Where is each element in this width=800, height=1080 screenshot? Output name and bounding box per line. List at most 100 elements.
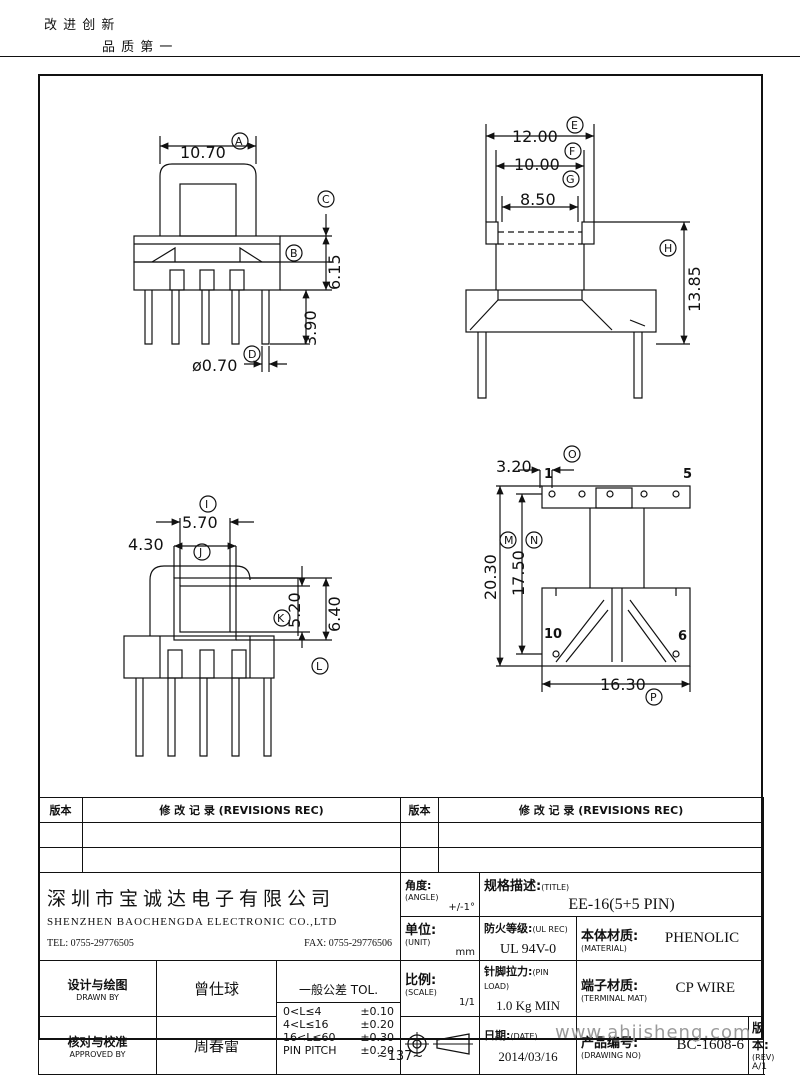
material-value: PHENOLIC (664, 930, 740, 946)
scale-cell: 比例: (SCALE) 1/1 (400, 960, 481, 1017)
rev-cell: 版本: (REV) A/1 (748, 1016, 774, 1075)
tag-l: L (316, 660, 323, 673)
tag-circles (193, 116, 677, 706)
pinload-en: (PIN LOAD) (484, 968, 549, 991)
tag-i: I (205, 498, 208, 511)
dim-b: 6.15 (325, 254, 344, 290)
dim-i: 5.70 (182, 513, 218, 532)
dim-n: 17.50 (509, 550, 528, 596)
drawing-area: 10.70 A B C 6.15 3.90 ø0.70 D 12.00 E 10… (123, 116, 704, 757)
dim-p: 16.30 (600, 675, 646, 694)
rev-rec-label-left: 修 改 记 录 (REVISIONS REC) (81, 797, 402, 823)
rev-label: 版本: (752, 1021, 769, 1052)
bottom-view (123, 518, 332, 757)
material-en: (MATERIAL) (581, 943, 627, 953)
dim-e: 12.00 (512, 127, 558, 146)
pinload-cell: 针脚拉力:(PIN LOAD) 1.0 Kg MIN (479, 960, 578, 1017)
approved-en: APPROVED BY (69, 1049, 126, 1059)
revisions-header: 版本 修 改 记 录 (REVISIONS REC) 版本 修 改 记 录 (R… (38, 797, 765, 823)
material-cell: 本体材质:(MATERIAL) PHENOLIC (576, 916, 765, 961)
drawno-en: (DRAWING NO) (581, 1050, 641, 1060)
tolerance-value: ±0.20 (360, 1017, 395, 1031)
tolerance-value: ±0.10 (360, 1004, 395, 1018)
dim-o: 3.20 (496, 457, 532, 476)
terminal-en: (TERMINAL MAT) (581, 993, 648, 1003)
dim-dia: ø0.70 (192, 356, 237, 375)
title-label: 规格描述: (484, 879, 542, 894)
projection-icon (405, 1032, 474, 1056)
tag-c: C (322, 193, 330, 206)
watermark: www.ahjisheng.com (555, 1022, 752, 1043)
drawno-value: BC-1608-6 (676, 1037, 745, 1053)
tolerance-row: PIN PITCH±0.20 (283, 1044, 394, 1057)
tag-m: M (504, 534, 514, 547)
dim-m: 20.30 (481, 554, 500, 600)
tolerance-row: 16<L≤60 ±0.30 (283, 1031, 394, 1044)
dim-g: 8.50 (520, 190, 556, 209)
tag-e: E (571, 119, 578, 132)
date-value: 2014/03/16 (498, 1048, 558, 1064)
fire-cell: 防火等级:(UL REC) UL 94V-0 (479, 916, 578, 961)
tag-g: G (566, 173, 575, 186)
angle-en: (ANGLE) (405, 892, 439, 902)
title-cell: 规格描述:(TITLE) EE-16(5+5 PIN) (479, 872, 765, 917)
header-rule (0, 56, 800, 57)
dim-j: 4.30 (128, 535, 164, 554)
tag-b: B (290, 247, 298, 260)
rev-value: A/1 (752, 1062, 767, 1072)
scale-value: 1/1 (458, 997, 476, 1008)
company-cell: 深圳市宝诚达电子有限公司 SHENZHEN BAOCHENGDA ELECTRO… (37, 872, 402, 961)
tag-j: J (198, 546, 202, 559)
date-label: 日期: (484, 1028, 511, 1042)
pin-10-label: 10 (544, 627, 562, 642)
dim-pin: 3.90 (301, 310, 320, 346)
pin-1-label: 1 (544, 467, 553, 482)
side-view (465, 124, 690, 399)
drawn-cell: 设计与绘图 DRAWN BY (38, 960, 157, 1017)
material-label: 本体材质: (581, 928, 639, 944)
slogan-line-1: 改 进 创 新 (44, 18, 116, 33)
top-view (496, 466, 691, 692)
tolerance-value: ±0.30 (360, 1030, 395, 1044)
scale-en: (SCALE) (405, 988, 437, 997)
approved-label: 核对与校准 (67, 1034, 128, 1049)
dim-f: 10.00 (514, 155, 560, 174)
tag-f: F (569, 145, 575, 158)
tag-n: N (530, 534, 538, 547)
slogan-line-2: 品 质 第 一 (102, 40, 174, 55)
fax: FAX: 0755-29776506 (304, 938, 393, 949)
drawno-label: 产品编号: (581, 1035, 639, 1051)
tolerance-range: PIN PITCH (283, 1043, 337, 1057)
projection-symbol (400, 1016, 481, 1075)
rev-rec-label-right: 修 改 记 录 (REVISIONS REC) (438, 797, 765, 823)
approved-value: 周春雷 (156, 1016, 277, 1075)
drawn-value: 曾仕球 (156, 960, 277, 1017)
unit-en: (UNIT) (405, 938, 431, 947)
dim-h: 13.85 (685, 266, 704, 312)
dim-l: 6.40 (325, 596, 344, 632)
unit-value: mm (455, 947, 476, 958)
page-number: ~137~ (376, 1049, 424, 1064)
date-en: (DATE) (510, 1031, 538, 1041)
pin-6-label: 6 (678, 629, 687, 644)
angle-label: 角度: (405, 878, 432, 892)
title-value: EE-16(5+5 PIN) (568, 896, 675, 913)
tolerance-range: 16<L≤60 (283, 1030, 336, 1044)
terminal-value: CP WIRE (675, 980, 736, 996)
angle-cell: 角度: (ANGLE) +/-1° (400, 872, 481, 917)
rev-ver-label-left: 版本 (38, 797, 83, 823)
pinload-label: 针脚拉力: (484, 965, 533, 978)
title-block: 版本 修 改 记 录 (REVISIONS REC) 版本 修 改 记 录 (R… (37, 797, 774, 1075)
tag-p: P (650, 691, 657, 704)
dim-a: 10.70 (180, 143, 226, 162)
angle-value: +/-1° (448, 901, 476, 913)
tolerance-row: 0<L≤4±0.10 (283, 1005, 394, 1018)
approved-cell: 核对与校准 APPROVED BY (38, 1016, 157, 1075)
tag-d: D (248, 348, 256, 361)
tolerance-range: 4<L≤16 (283, 1017, 329, 1031)
pinload-value: 1.0 Kg MIN (496, 998, 560, 1013)
unit-label: 单位: (405, 923, 437, 938)
terminal-cell: 端子材质:(TERMINAL MAT) CP WIRE (576, 960, 765, 1017)
tag-o: O (568, 448, 577, 461)
